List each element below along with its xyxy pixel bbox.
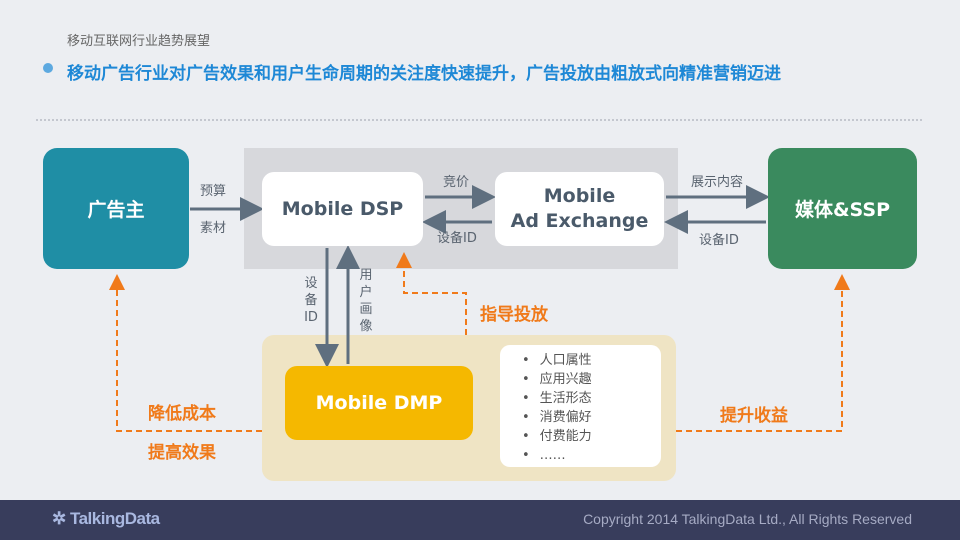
- logo-text: TalkingData: [69, 509, 160, 528]
- label-device-id-adx: 设备ID: [437, 231, 477, 246]
- label-device-id-ssp: 设备ID: [699, 233, 739, 248]
- label-material: 素材: [200, 221, 227, 236]
- dashed-ssp: [676, 274, 850, 432]
- label-effect-up: 提高效果: [148, 443, 216, 463]
- list-item: 应用兴趣: [522, 370, 661, 389]
- adx-line1: Mobile: [543, 185, 616, 207]
- label-device-id-vertical: 设备ID: [304, 276, 318, 325]
- label-show-content: 展示内容: [691, 175, 744, 190]
- dashed-advertiser: [109, 274, 262, 432]
- label-user-profile-vertical: 用户画像: [359, 268, 373, 334]
- bullet-icon: [43, 63, 53, 73]
- label-cost-down: 降低成本: [148, 404, 216, 424]
- divider: [36, 119, 922, 121]
- adx-line2: Ad Exchange: [510, 210, 649, 232]
- copyright-text: Copyright 2014 TalkingData Ltd., All Rig…: [583, 511, 912, 527]
- list-item: 消费偏好: [522, 408, 661, 427]
- list-item: 付费能力: [522, 427, 661, 446]
- list-item: ……: [522, 446, 661, 465]
- footer-bar: [0, 500, 960, 540]
- label-revenue-up: 提升收益: [720, 406, 788, 426]
- node-mobile-dsp: Mobile DSP: [262, 172, 423, 246]
- node-mobile-dmp: Mobile DMP: [285, 366, 473, 440]
- connector-arrows: [109, 185, 850, 432]
- dashed-guide: [396, 252, 467, 335]
- page-headline: 移动广告行业对广告效果和用户生命周期的关注度快速提升，广告投放由粗放式向精准营销…: [67, 64, 781, 84]
- talkingdata-logo: ✲ TalkingData: [52, 509, 160, 528]
- list-item: 生活形态: [522, 389, 661, 408]
- label-budget: 预算: [200, 184, 227, 199]
- node-media-ssp: 媒体&SSP: [768, 148, 917, 269]
- label-bid: 竞价: [443, 175, 470, 190]
- label-guide-delivery: 指导投放: [480, 305, 548, 325]
- section-subtitle: 移动互联网行业趋势展望: [67, 34, 211, 49]
- list-item: 人口属性: [522, 351, 661, 370]
- node-ad-exchange: Mobile Ad Exchange: [495, 172, 664, 246]
- node-advertiser: 广告主: [43, 148, 189, 269]
- dmp-attribute-list: 人口属性 应用兴趣 生活形态 消费偏好 付费能力 ……: [500, 345, 661, 467]
